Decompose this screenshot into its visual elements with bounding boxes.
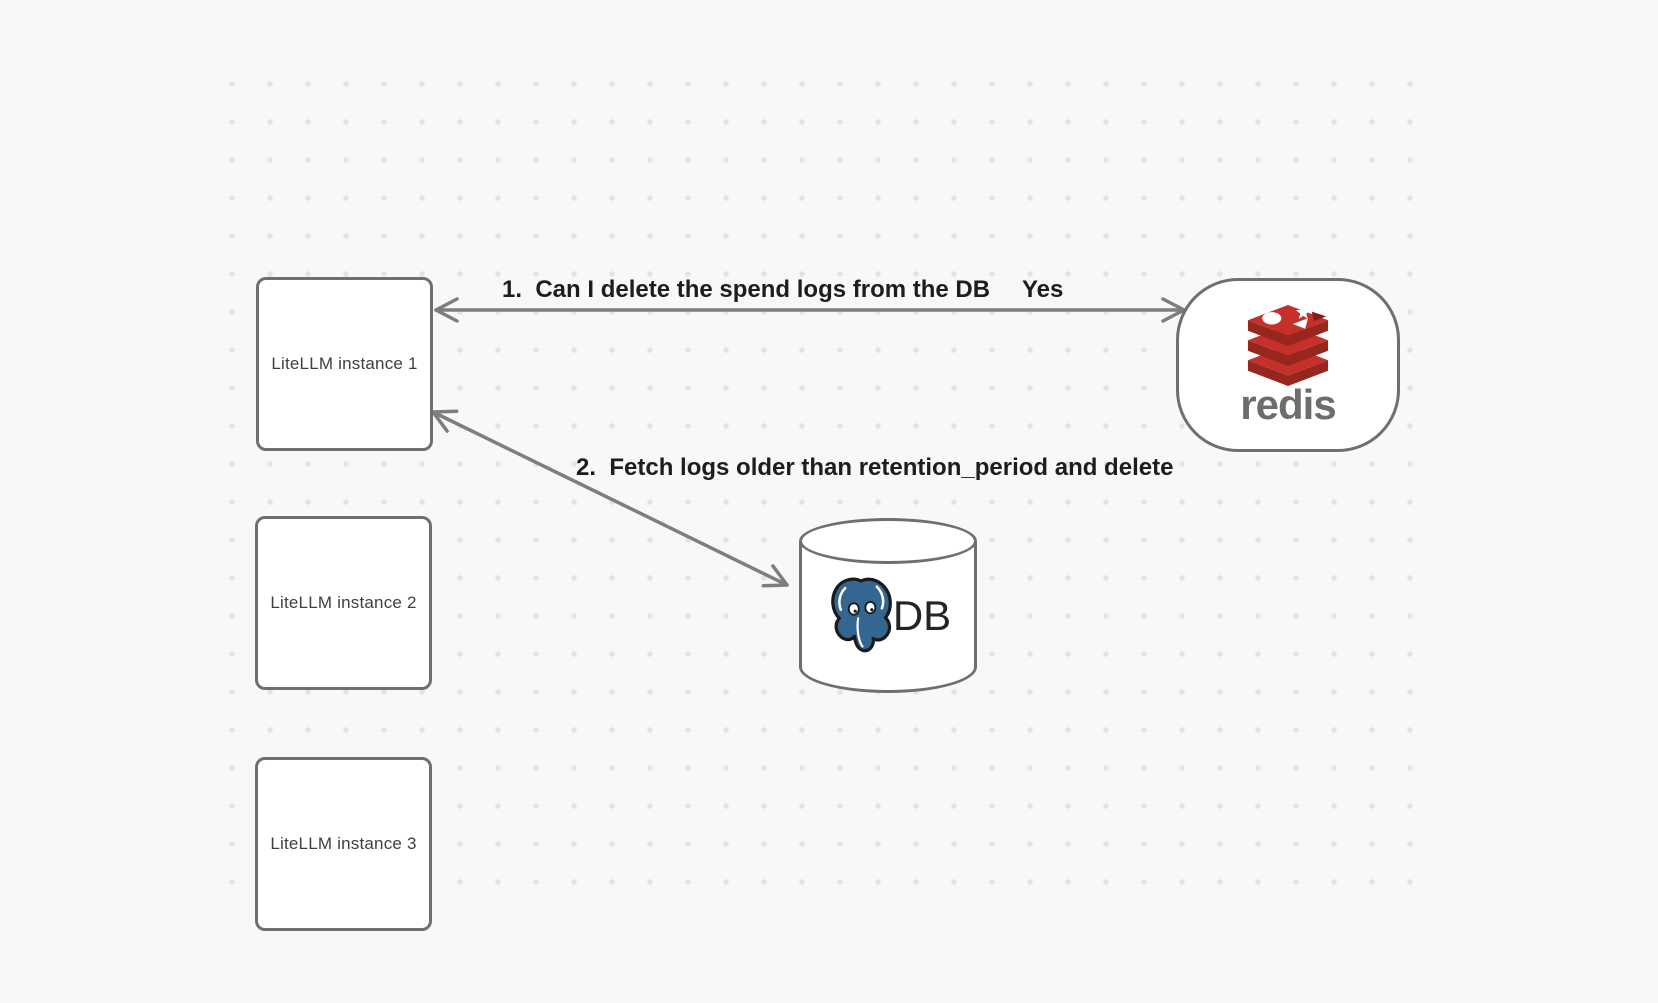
node-database-cylinder: DB xyxy=(799,518,977,693)
node-litellm-instance-1: LiteLLM instance 1 xyxy=(256,277,433,451)
cylinder-top-ellipse xyxy=(799,518,977,564)
arrowhead-upleft-icon xyxy=(431,409,459,433)
arrowhead-downright-icon xyxy=(761,564,789,588)
postgres-elephant-icon xyxy=(831,577,892,653)
cylinder-body xyxy=(799,541,977,693)
node-redis: redis xyxy=(1176,278,1400,452)
arrowhead-left-icon xyxy=(434,297,459,323)
node-litellm-instance-3: LiteLLM instance 3 xyxy=(255,757,432,931)
database-label: DB xyxy=(892,591,952,639)
redis-logo-icon xyxy=(1247,304,1329,386)
node-litellm-instance-2: LiteLLM instance 2 xyxy=(255,516,432,690)
node-label: LiteLLM instance 3 xyxy=(270,834,417,853)
arrow1-label: 1. Can I delete the spend logs from the … xyxy=(502,276,991,303)
redis-wordmark: redis xyxy=(1240,381,1336,428)
arrow1-response-label: Yes xyxy=(1022,276,1064,303)
arrow2-label: 2. Fetch logs older than retention_perio… xyxy=(576,454,1174,481)
node-label: LiteLLM instance 1 xyxy=(271,354,418,373)
arrow-instance1-to-db xyxy=(431,409,789,588)
node-label: LiteLLM instance 2 xyxy=(270,593,417,612)
